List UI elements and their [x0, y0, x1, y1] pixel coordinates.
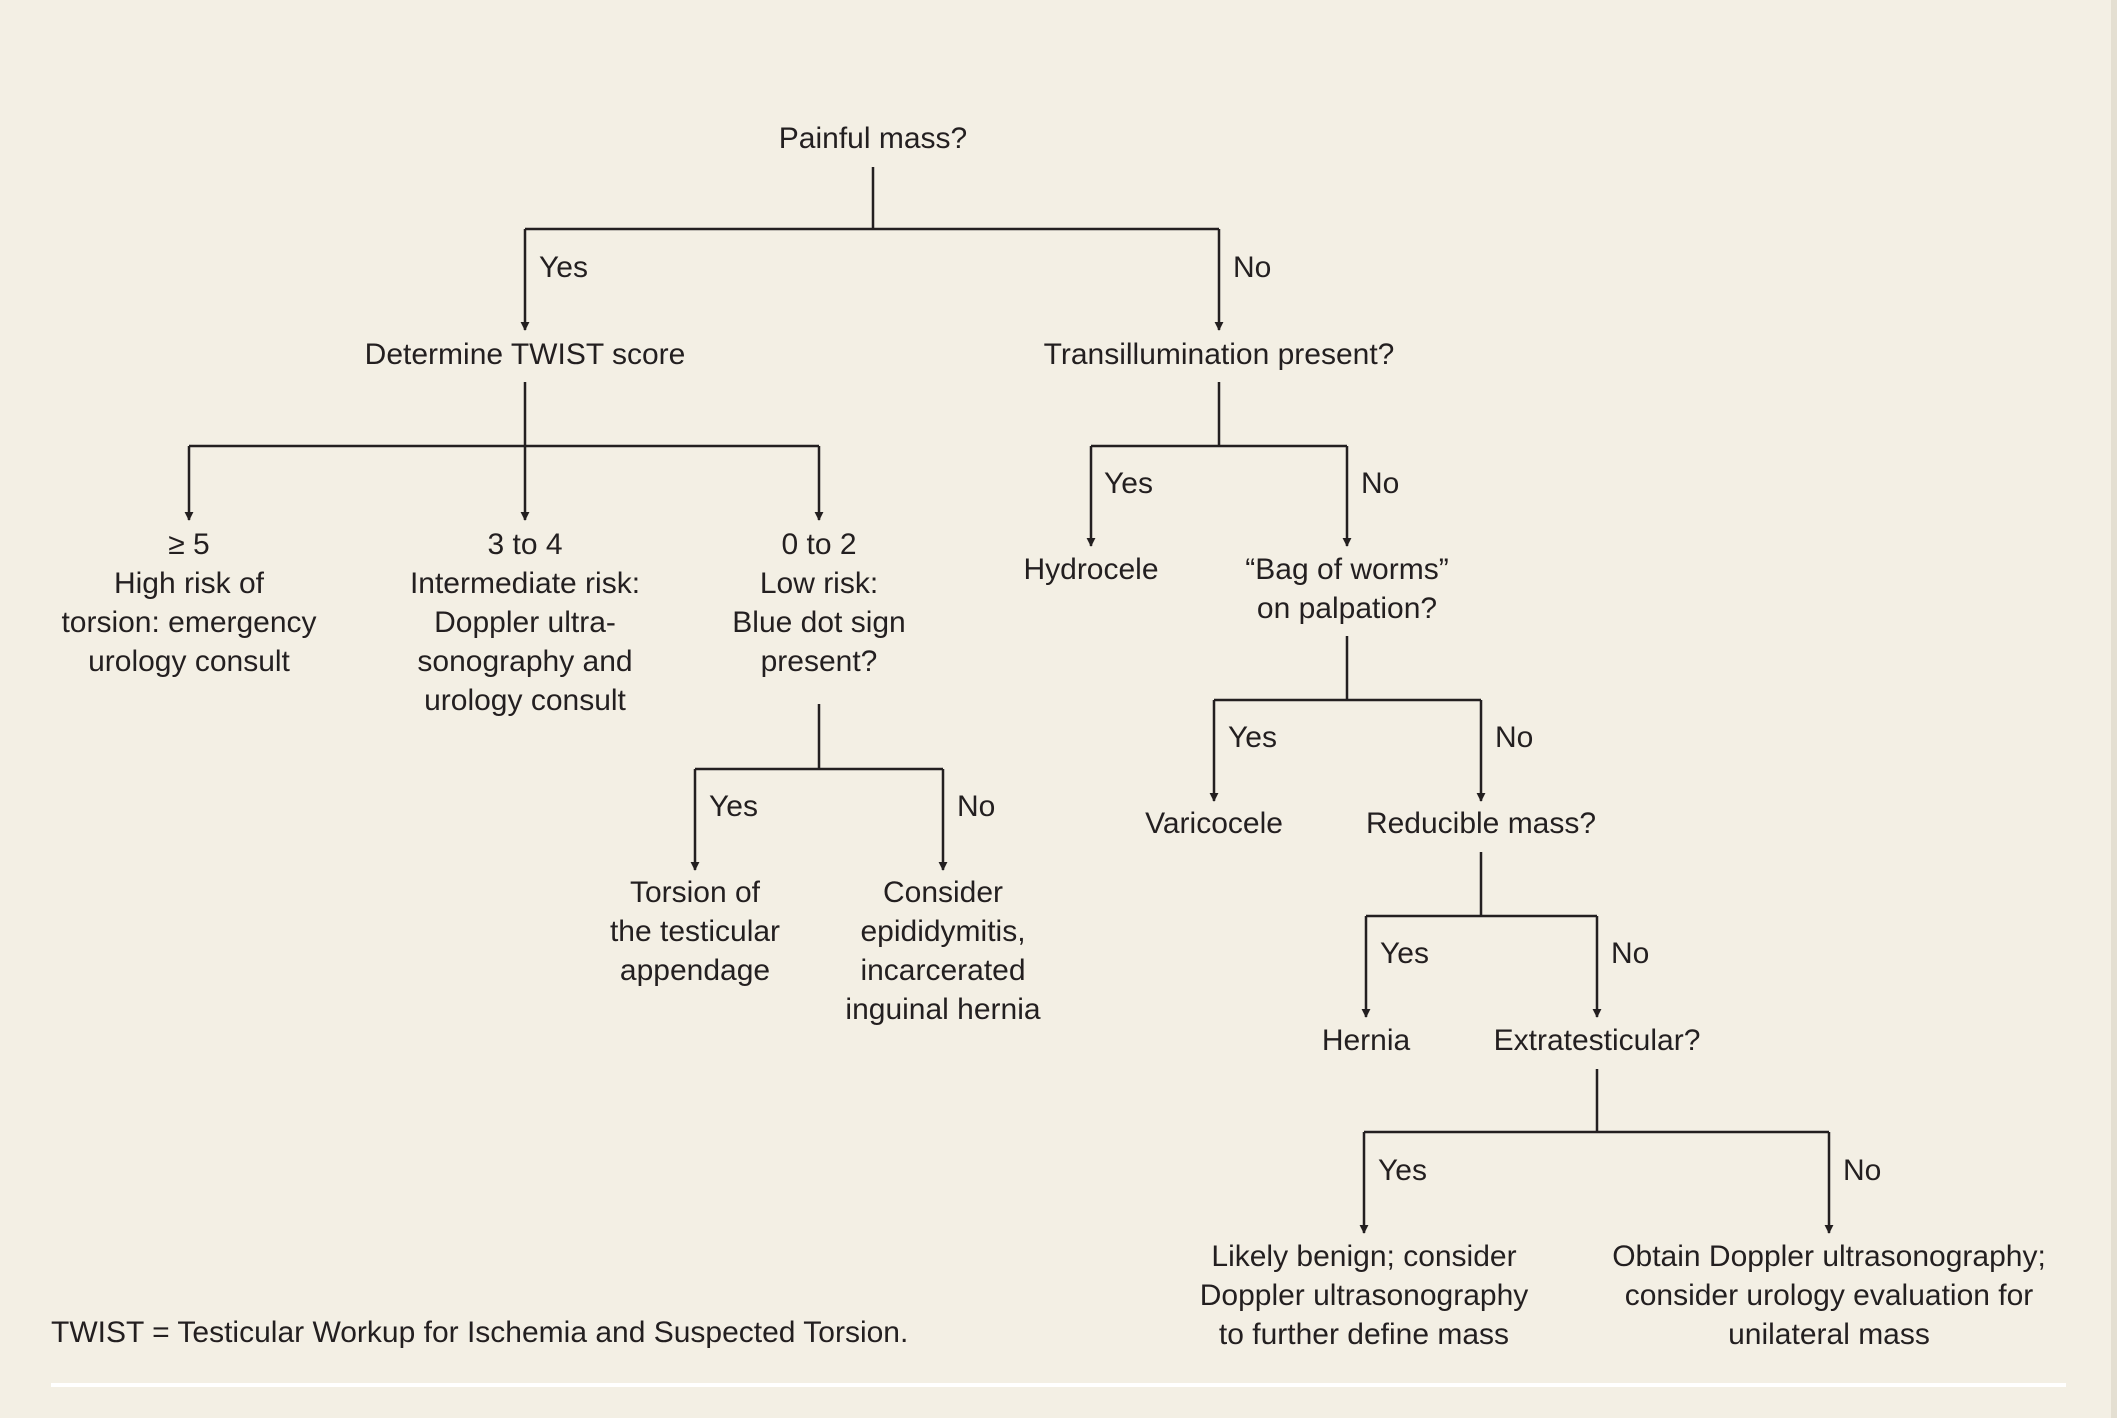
- node-transillumination-text: Transillumination present?: [1043, 338, 1395, 371]
- node-extratesticular-text: Extratesticular?: [1493, 1024, 1701, 1057]
- torsion-appendage-line: appendage: [619, 954, 771, 987]
- node-varicocele-text: Varicocele: [1145, 807, 1283, 840]
- label-yes: Yes: [1380, 937, 1429, 970]
- likely-benign-line: Doppler ultrasonography: [1199, 1279, 1529, 1312]
- label-no: No: [1361, 467, 1400, 500]
- score-high-line: urology consult: [88, 645, 290, 678]
- label-yes: Yes: [539, 251, 588, 284]
- bag-of-worms-line: “Bag of worms”: [1245, 553, 1449, 586]
- label-no: No: [957, 790, 996, 823]
- likely-benign-line: to further define mass: [1218, 1318, 1510, 1351]
- node-hydrocele: Hydrocele: [1023, 550, 1158, 589]
- obtain-doppler-line: unilateral mass: [1728, 1318, 1930, 1351]
- obtain-doppler-line: consider urology evaluation for: [1624, 1279, 2034, 1312]
- torsion-appendage-line: Torsion of: [629, 876, 761, 909]
- consider-epididymitis-line: epididymitis,: [860, 915, 1026, 948]
- node-extratesticular: Extratesticular?: [1494, 1021, 1701, 1060]
- torsion-appendage-line: the testicular: [609, 915, 781, 948]
- label-yes: Yes: [1104, 467, 1153, 500]
- node-bag-of-worms: “Bag of worms” on palpation?: [1245, 550, 1448, 628]
- score-mid-line: Doppler ultra-: [434, 606, 616, 639]
- node-varicocele: Varicocele: [1145, 804, 1283, 843]
- node-torsion-appendage: Torsion of the testicular appendage: [610, 873, 780, 990]
- connector-reducible: [1366, 852, 1597, 918]
- bag-of-worms-line: on palpation?: [1256, 592, 1438, 625]
- footnote: TWIST = Testicular Workup for Ischemia a…: [51, 1316, 909, 1349]
- score-low-line: Blue dot sign: [732, 606, 906, 639]
- node-likely-benign: Likely benign; consider Doppler ultrason…: [1200, 1237, 1529, 1354]
- node-reducible-mass-text: Reducible mass?: [1365, 807, 1597, 840]
- connector-bag-of-worms: [1214, 636, 1481, 702]
- score-low-line: present?: [760, 645, 878, 678]
- node-painful-mass-text: Painful mass?: [778, 122, 968, 155]
- label-no: No: [1843, 1154, 1882, 1187]
- score-high-value: ≥ 5: [168, 528, 210, 561]
- score-high-line: High risk of: [113, 567, 265, 600]
- node-reducible-mass: Reducible mass?: [1366, 804, 1596, 843]
- label-yes: Yes: [1228, 721, 1277, 754]
- connector-twist: [189, 382, 819, 448]
- obtain-doppler-line: Obtain Doppler ultrasonography;: [1612, 1240, 2046, 1273]
- score-high-line: torsion: emergency: [61, 606, 317, 639]
- label-yes: Yes: [709, 790, 758, 823]
- node-score-mid: 3 to 4 Intermediate risk: Doppler ultra-…: [410, 525, 640, 720]
- node-twist-score-text: Determine TWIST score: [364, 338, 686, 371]
- score-mid-line: urology consult: [424, 684, 626, 717]
- node-hernia-text: Hernia: [1321, 1024, 1411, 1057]
- score-mid-value: 3 to 4: [487, 528, 563, 561]
- node-score-low: 0 to 2 Low risk: Blue dot sign present?: [732, 525, 905, 681]
- consider-epididymitis-line: inguinal hernia: [845, 993, 1041, 1026]
- node-obtain-doppler: Obtain Doppler ultrasonography; consider…: [1612, 1237, 2046, 1354]
- node-twist-score: Determine TWIST score: [365, 335, 686, 374]
- node-transillumination: Transillumination present?: [1044, 335, 1395, 374]
- likely-benign-line: Likely benign; consider: [1211, 1240, 1517, 1273]
- label-no: No: [1611, 937, 1650, 970]
- connector-blue-dot: [695, 704, 943, 771]
- score-low-line: Low risk:: [759, 567, 879, 600]
- scrollbar[interactable]: [2111, 0, 2117, 1418]
- connector-root: [525, 167, 1219, 231]
- label-yes: Yes: [1378, 1154, 1427, 1187]
- node-hernia: Hernia: [1322, 1021, 1410, 1060]
- score-mid-line: Intermediate risk:: [409, 567, 641, 600]
- bottom-rule: [51, 1383, 2066, 1387]
- consider-epididymitis-line: Consider: [882, 876, 1004, 909]
- score-low-value: 0 to 2: [781, 528, 857, 561]
- node-painful-mass: Painful mass?: [779, 119, 967, 158]
- score-mid-line: sonography and: [417, 645, 633, 678]
- connector-extratesticular: [1364, 1069, 1829, 1134]
- consider-epididymitis-line: incarcerated: [860, 954, 1026, 987]
- connector-transillumination: [1091, 382, 1347, 448]
- node-score-high: ≥ 5 High risk of torsion: emergency urol…: [61, 525, 316, 681]
- node-hydrocele-text: Hydrocele: [1023, 553, 1159, 586]
- node-consider-epididymitis: Consider epididymitis, incarcerated ingu…: [845, 873, 1040, 1029]
- label-no: No: [1233, 251, 1272, 284]
- label-no: No: [1495, 721, 1534, 754]
